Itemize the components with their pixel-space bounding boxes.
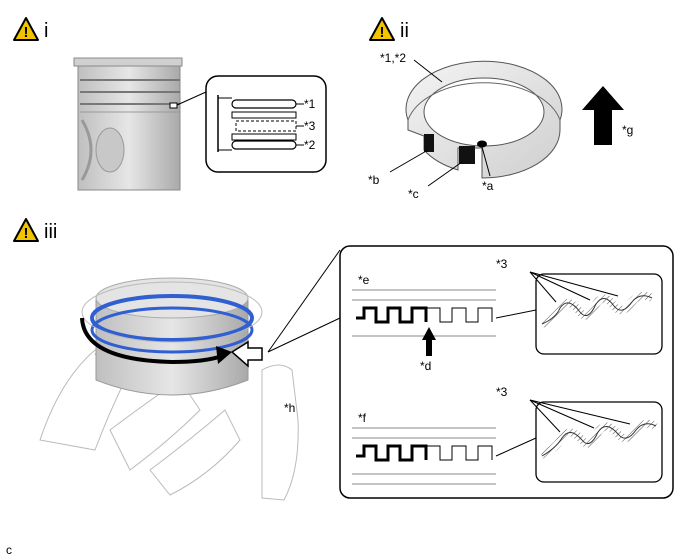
callout-a: *a xyxy=(482,179,494,193)
callout-g: *g xyxy=(622,123,633,137)
section-ii-header: ! ii xyxy=(369,17,409,42)
warning-triangle-icon: ! xyxy=(369,17,395,41)
warning-triangle-icon: ! xyxy=(13,17,39,41)
piston-side-view xyxy=(73,57,207,191)
callout-3-lower: *3 xyxy=(496,385,508,399)
callout-d: *d xyxy=(420,359,431,373)
callout-b: *b xyxy=(368,173,380,187)
callout-2: *2 xyxy=(304,138,316,152)
section-label-iii: iii xyxy=(44,221,57,243)
ring-groove-detail: *1 *3 *2 xyxy=(205,75,327,173)
callout-f: *f xyxy=(358,411,367,425)
callout-h: *h xyxy=(284,401,295,415)
footer-code: c xyxy=(6,543,12,557)
callout-c: *c xyxy=(408,187,419,201)
callout-3: *3 xyxy=(304,119,316,133)
ring-install-detail-panel: *e *d *3 *f *3 xyxy=(339,245,674,499)
warning-mark: ! xyxy=(24,24,29,41)
section-i-header: ! i xyxy=(13,17,48,42)
section-label-i: i xyxy=(44,20,48,42)
warning-mark: ! xyxy=(380,24,385,41)
piston-ring-3d: *1,*2 *b *c *a xyxy=(368,51,563,201)
hands-holding-piston: *h xyxy=(39,249,341,501)
warning-triangle-icon: ! xyxy=(13,218,39,242)
warning-mark: ! xyxy=(24,225,29,242)
callout-e: *e xyxy=(358,273,370,287)
section-iii-header: ! iii xyxy=(13,218,57,243)
callout-3-upper: *3 xyxy=(496,257,508,271)
callout-1-2: *1,*2 xyxy=(380,51,406,65)
section-label-ii: ii xyxy=(400,20,409,42)
up-arrow: *g xyxy=(582,86,633,145)
callout-1: *1 xyxy=(304,97,316,111)
